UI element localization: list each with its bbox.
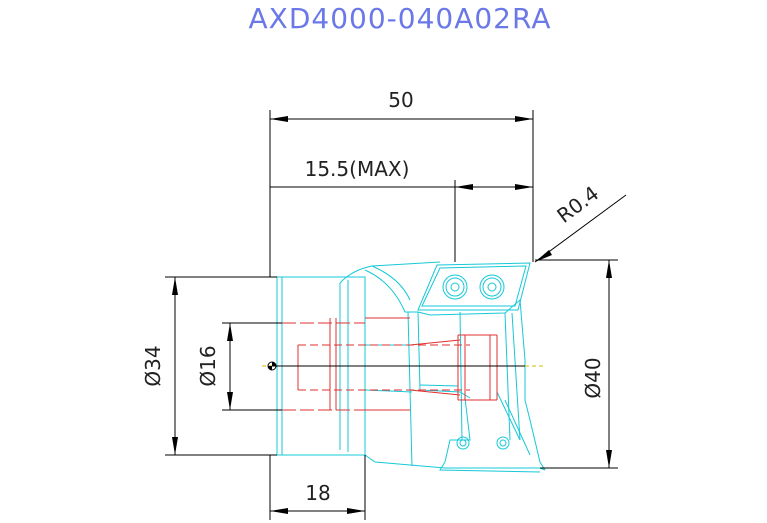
overall-length-label: 50 <box>388 88 413 112</box>
dimension-shank-length: 18 <box>269 455 366 520</box>
dimension-bore-diameter: Ø16 <box>196 322 282 411</box>
shank-diameter-label: Ø34 <box>141 345 165 386</box>
shank-length-label: 18 <box>305 481 330 505</box>
dimension-corner-radius: R0.4 <box>534 181 627 263</box>
centre-line <box>262 361 545 371</box>
dimension-max-depth: 15.5(MAX) <box>270 157 533 262</box>
bore-diameter-label: Ø16 <box>196 345 220 386</box>
hidden-lines <box>282 317 498 411</box>
dimension-shank-diameter: Ø34 <box>141 276 277 456</box>
dimension-overall-length: 50 <box>269 88 534 277</box>
corner-radius-label: R0.4 <box>552 181 603 228</box>
insert-outline <box>417 262 531 311</box>
cutting-diameter-label: Ø40 <box>581 357 605 398</box>
tool-body-outline <box>276 261 546 473</box>
drawing-title: AXD4000-040A02RA <box>249 2 552 35</box>
max-depth-label: 15.5(MAX) <box>305 157 410 181</box>
dimension-cutting-diameter: Ø40 <box>535 259 618 469</box>
